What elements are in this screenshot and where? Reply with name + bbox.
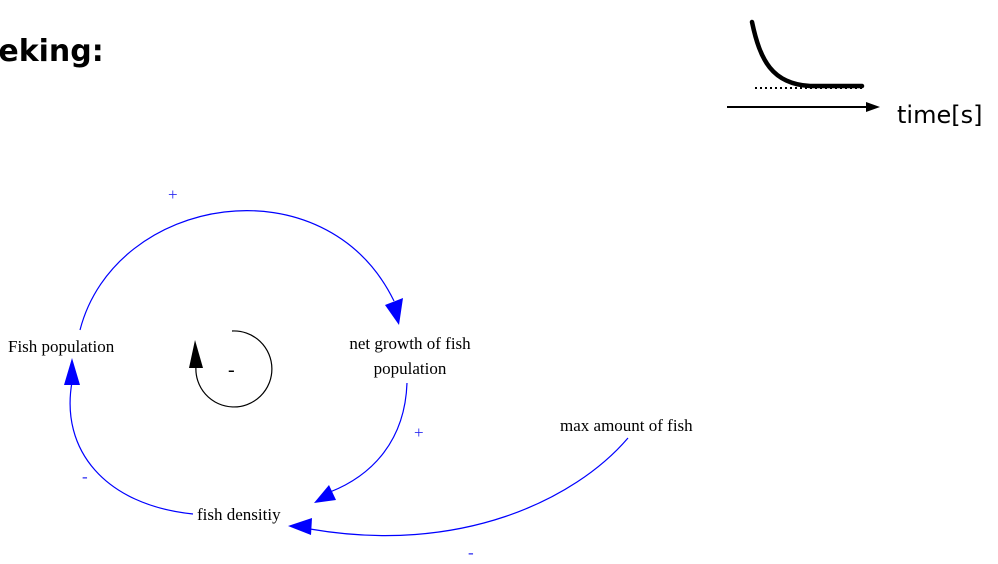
loop-arrowhead [189,340,203,368]
loop-polarity: - [228,359,235,381]
link-growth-to-density [314,382,408,503]
link-polarity-max-to-density: - [468,543,474,562]
loop-indicator: - [189,330,273,408]
link-max-to-density [288,437,629,537]
goal-seeking-inset [727,19,880,112]
link-polarity-growth-to-density: + [414,423,424,442]
link-pop-to-growth [79,210,403,331]
decay-curve [749,19,865,89]
node-net-growth-line1: net growth of fish [349,334,471,353]
arrowhead [314,485,336,503]
arrowhead [385,298,403,325]
time-axis-arrowhead [866,102,880,112]
node-max-amount: max amount of fish [560,416,693,435]
link-density-to-pop [64,358,194,515]
page-title: eeking: [0,34,104,69]
node-fish-population: Fish population [8,337,115,356]
link-polarity-density-to-pop: - [82,467,88,486]
time-axis-label: time[s] [897,101,983,129]
node-net-growth-line2: population [374,359,447,378]
arrowhead [64,358,80,385]
link-polarity-pop-to-growth: + [168,185,178,204]
node-fish-density: fish densitiy [197,505,281,524]
arrowhead [288,518,312,535]
